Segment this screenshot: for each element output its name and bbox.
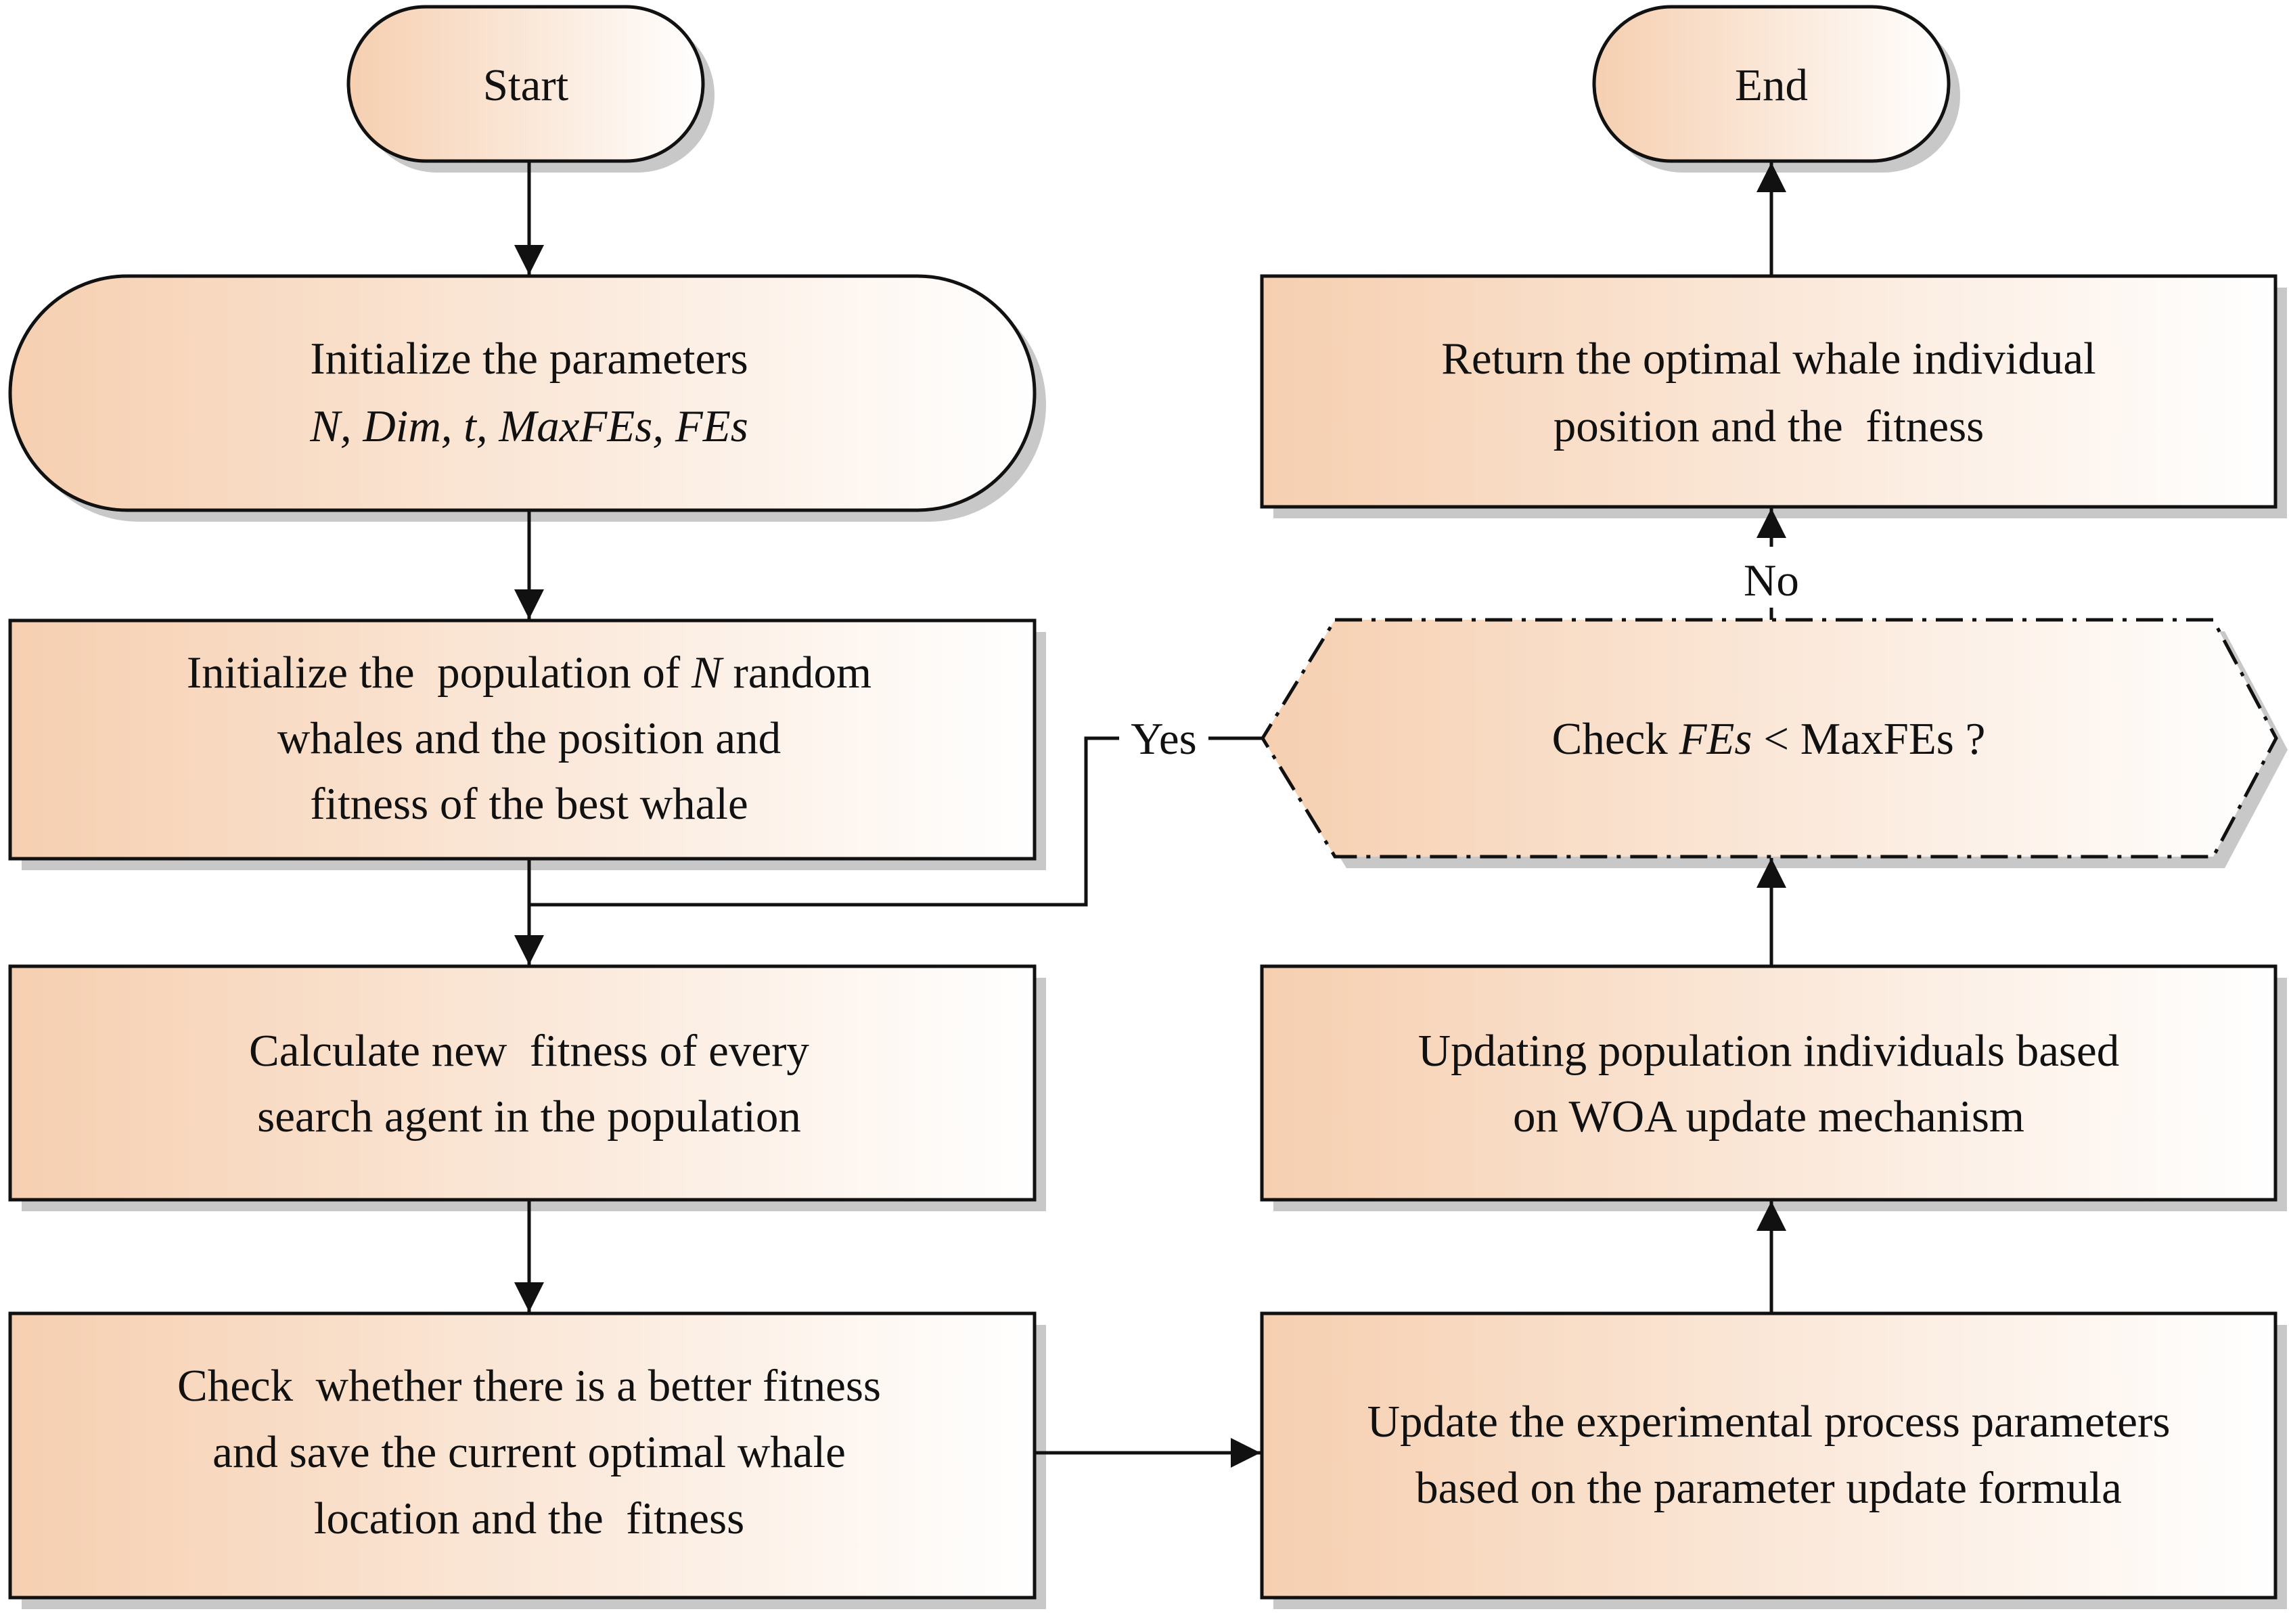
check-better-line3: location and the fitness — [314, 1493, 744, 1543]
update-params-line1: Update the experimental process paramete… — [1367, 1397, 2171, 1447]
woa-update-line2: on WOA update mechanism — [1513, 1091, 2024, 1142]
end-label: End — [1735, 60, 1808, 110]
check-better-line2: and save the current optimal whale — [212, 1427, 846, 1477]
start-label: Start — [483, 60, 569, 110]
check-better-shape — [8, 1311, 1037, 1600]
init-params-line2: N, Dim, t, MaxFEs, FEs — [309, 401, 748, 451]
end-terminal-shape — [1592, 5, 1951, 163]
init-params-shape — [8, 274, 1037, 512]
decision-node: Check FEs < MaxFEs ? — [1261, 618, 2288, 868]
decision-prefix: Check — [1552, 714, 1679, 764]
init-population-line1-var: N — [691, 648, 724, 698]
decision-var: FEs — [1679, 714, 1752, 764]
return-optimal-line2: position and the fitness — [1554, 401, 1984, 451]
init-population-line1: Initialize the population of N random — [187, 648, 871, 698]
calc-fitness-line1: Calculate new fitness of every — [249, 1026, 809, 1076]
update-params-shape — [1260, 1311, 2277, 1600]
init-population-line1-a: Initialize the population of — [187, 648, 692, 698]
end-node: End — [1592, 5, 1951, 163]
calc-fitness-shape — [8, 964, 1037, 1202]
connectors — [514, 161, 1786, 1468]
init-population-line1-b: random — [722, 648, 871, 698]
return-optimal-shape — [1260, 274, 2277, 509]
return-optimal-line1: Return the optimal whale individual — [1441, 334, 2096, 384]
woa-update-line1: Updating population individuals based — [1418, 1026, 2120, 1076]
start-node: Start — [346, 5, 705, 163]
woa-update-shape — [1260, 964, 2277, 1202]
init-population-line3: fitness of the best whale — [310, 779, 748, 829]
edge-decision-yes-loop-2 — [529, 736, 1119, 907]
init-params-node: Initialize the parameters N, Dim, t, Max… — [8, 274, 1037, 512]
init-population-shape — [8, 618, 1037, 861]
decision-label: Check FEs < MaxFEs ? — [1552, 714, 1986, 764]
init-population-node: Initialize the population of N random wh… — [8, 618, 1037, 861]
update-params-node: Update the experimental process paramete… — [1260, 1311, 2277, 1600]
update-params-line2: based on the parameter update formula — [1415, 1463, 2122, 1513]
start-terminal-shape — [346, 5, 705, 163]
check-better-line1: Check whether there is a better fitness — [177, 1361, 881, 1411]
return-optimal-node: Return the optimal whale individual posi… — [1260, 274, 2277, 509]
no-label-bg — [1734, 547, 1809, 608]
check-better-node: Check whether there is a better fitness … — [8, 1311, 1037, 1600]
decision-suffix: < MaxFEs ? — [1752, 714, 1986, 764]
woa-update-node: Updating population individuals based on… — [1260, 964, 2277, 1202]
init-params-line1: Initialize the parameters — [310, 334, 748, 384]
calc-fitness-line2: search agent in the population — [257, 1091, 801, 1142]
init-population-line2: whales and the position and — [277, 713, 781, 763]
calc-fitness-node: Calculate new fitness of every search ag… — [8, 964, 1037, 1202]
yes-label: Yes — [1131, 714, 1197, 764]
no-label: No — [1744, 556, 1799, 606]
